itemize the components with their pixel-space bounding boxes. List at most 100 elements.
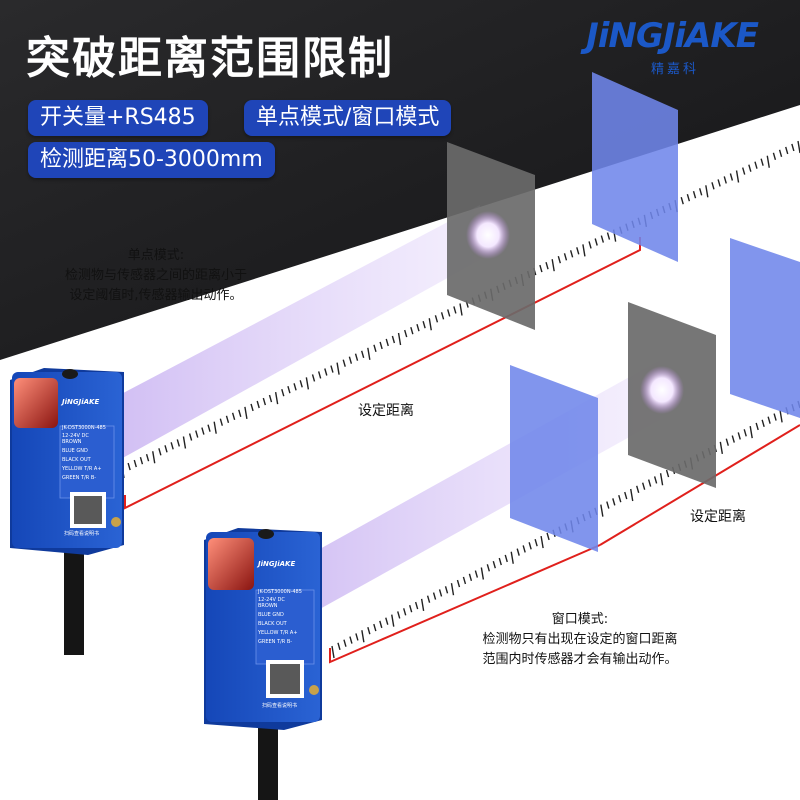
ruler-tick (349, 636, 353, 644)
ruler-tick (748, 164, 752, 172)
target-upper-blue (592, 72, 678, 262)
sensor-lower-labels: JiNGJiAKE JK-DST3000N-485 12-24V DC (258, 560, 316, 604)
ruler-tick (563, 253, 568, 261)
ruler-tick (492, 561, 496, 569)
ruler-tick (337, 642, 341, 651)
ruler-tick (760, 158, 764, 166)
ruler-tick (698, 188, 703, 196)
window-mode-note: 窗口模式: 检测物只有出现在设定的窗口距离 范围内时传感器才会有输出动作。 (448, 610, 712, 670)
ruler-tick (164, 445, 168, 453)
ruler-tick (127, 462, 131, 471)
ruler-tick (385, 617, 389, 625)
ruler-tick (447, 309, 451, 317)
ruler-tick (606, 501, 610, 509)
ruler-tick (468, 573, 473, 581)
ruler-tick (182, 436, 187, 449)
ruler-tick (462, 576, 467, 585)
badge-range: 检测距离50-3000mm (28, 142, 275, 178)
sensor-lower-model: JK-DST3000N-485 (258, 589, 302, 595)
sensor-upper-voltage: 12-24V DC (62, 433, 89, 439)
ruler-tick (432, 592, 437, 600)
ruler-tick (600, 235, 605, 243)
ruler-tick (773, 413, 777, 421)
ruler-tick (539, 264, 543, 273)
ruler-tick (545, 261, 549, 270)
ruler-tick (343, 639, 347, 647)
ruler-tick (778, 149, 783, 158)
ruler-tick (711, 182, 715, 190)
distance-label-upper: 设定距离 (358, 403, 414, 419)
ruler-tick (213, 421, 217, 434)
distance-line-lower-near (329, 544, 601, 664)
ruler-tick (330, 365, 334, 373)
ruler-tick (754, 161, 758, 169)
ruler-tick (404, 329, 408, 338)
ruler-tick (219, 418, 224, 426)
wire-row: BROWN (258, 603, 278, 609)
ruler-tick (281, 388, 285, 397)
ruler-tick (717, 179, 721, 187)
wire-row: BLUE GND (258, 612, 284, 618)
ruler-tick (367, 347, 371, 360)
ruler-tick (293, 383, 297, 391)
ruler-tick (268, 394, 273, 403)
beam-upper (110, 205, 480, 465)
ruler-tick (551, 259, 555, 272)
ruler-tick (360, 350, 365, 358)
ruler-tick (250, 403, 254, 412)
ruler-tick (486, 564, 491, 572)
ruler-tick (391, 335, 396, 344)
badge-output: 开关量+RS485 (28, 100, 208, 136)
ruler-tick (630, 488, 634, 502)
ruler-tick (311, 374, 316, 382)
ruler-tick (612, 498, 616, 506)
ruler-tick (504, 554, 508, 563)
wire-row: BLACK OUT (258, 621, 287, 627)
distance-label-lower: 设定距离 (690, 509, 746, 525)
ruler-tick (723, 176, 727, 184)
ruler-tick (354, 353, 359, 361)
ruler-tick (588, 241, 592, 249)
sensor-lower-wires: BROWN BLUE GND BLACK OUT YELLOW T/R A+ G… (258, 602, 316, 647)
ruler-tick (498, 557, 502, 566)
ruler-tick (426, 595, 431, 603)
ruler-tick (569, 250, 574, 258)
ruler-tick (385, 338, 389, 347)
ruler-tick (225, 415, 230, 423)
ruler-tick (735, 170, 740, 183)
sensor-lower (204, 528, 322, 800)
ruler-tick (546, 532, 550, 541)
ruler-tick (731, 435, 735, 443)
ruler-tick (262, 397, 267, 406)
ruler-tick (274, 392, 279, 405)
ruler-tick (397, 332, 402, 346)
window-mode-line2: 范围内时传感器才会有输出动作。 (482, 652, 678, 667)
single-mode-line2: 设定阈值时,传感器输出动作。 (69, 288, 243, 303)
ruler-tick (737, 432, 741, 440)
ruler-tick (410, 326, 414, 335)
ruler-tick (705, 185, 709, 198)
ruler-tick (719, 441, 724, 454)
ruler-tick (440, 312, 445, 320)
window-mode-title: 窗口模式: (551, 612, 609, 627)
ruler-tick (145, 453, 150, 462)
single-mode-title: 单点模式: (127, 248, 185, 263)
sensor-upper-labels: JiNGJiAKE JK-DST3000N-485 12-24V DC (62, 398, 116, 440)
ruler-tick (444, 586, 449, 594)
ruler-tick (636, 485, 640, 493)
wire-row: YELLOW T/R A+ (258, 630, 298, 636)
sensor-upper-brand: JiNGJiAKE (62, 398, 100, 406)
ruler-tick (692, 191, 697, 199)
ruler-tick (725, 438, 729, 446)
wire-row: GREEN T/R B- (258, 639, 293, 645)
ruler-tick (516, 548, 520, 556)
brand-logo: JiNGJiAKE (586, 16, 759, 56)
ruler-tick (647, 479, 652, 487)
single-mode-line1: 检测物与传感器之间的距离小于 (64, 268, 247, 283)
ruler-tick (453, 306, 457, 314)
ruler-tick (195, 430, 199, 438)
ruler-tick (779, 410, 783, 423)
ruler-tick (576, 247, 580, 255)
beam-spot-lower (640, 366, 684, 414)
target-lower-blue-near (510, 365, 598, 552)
